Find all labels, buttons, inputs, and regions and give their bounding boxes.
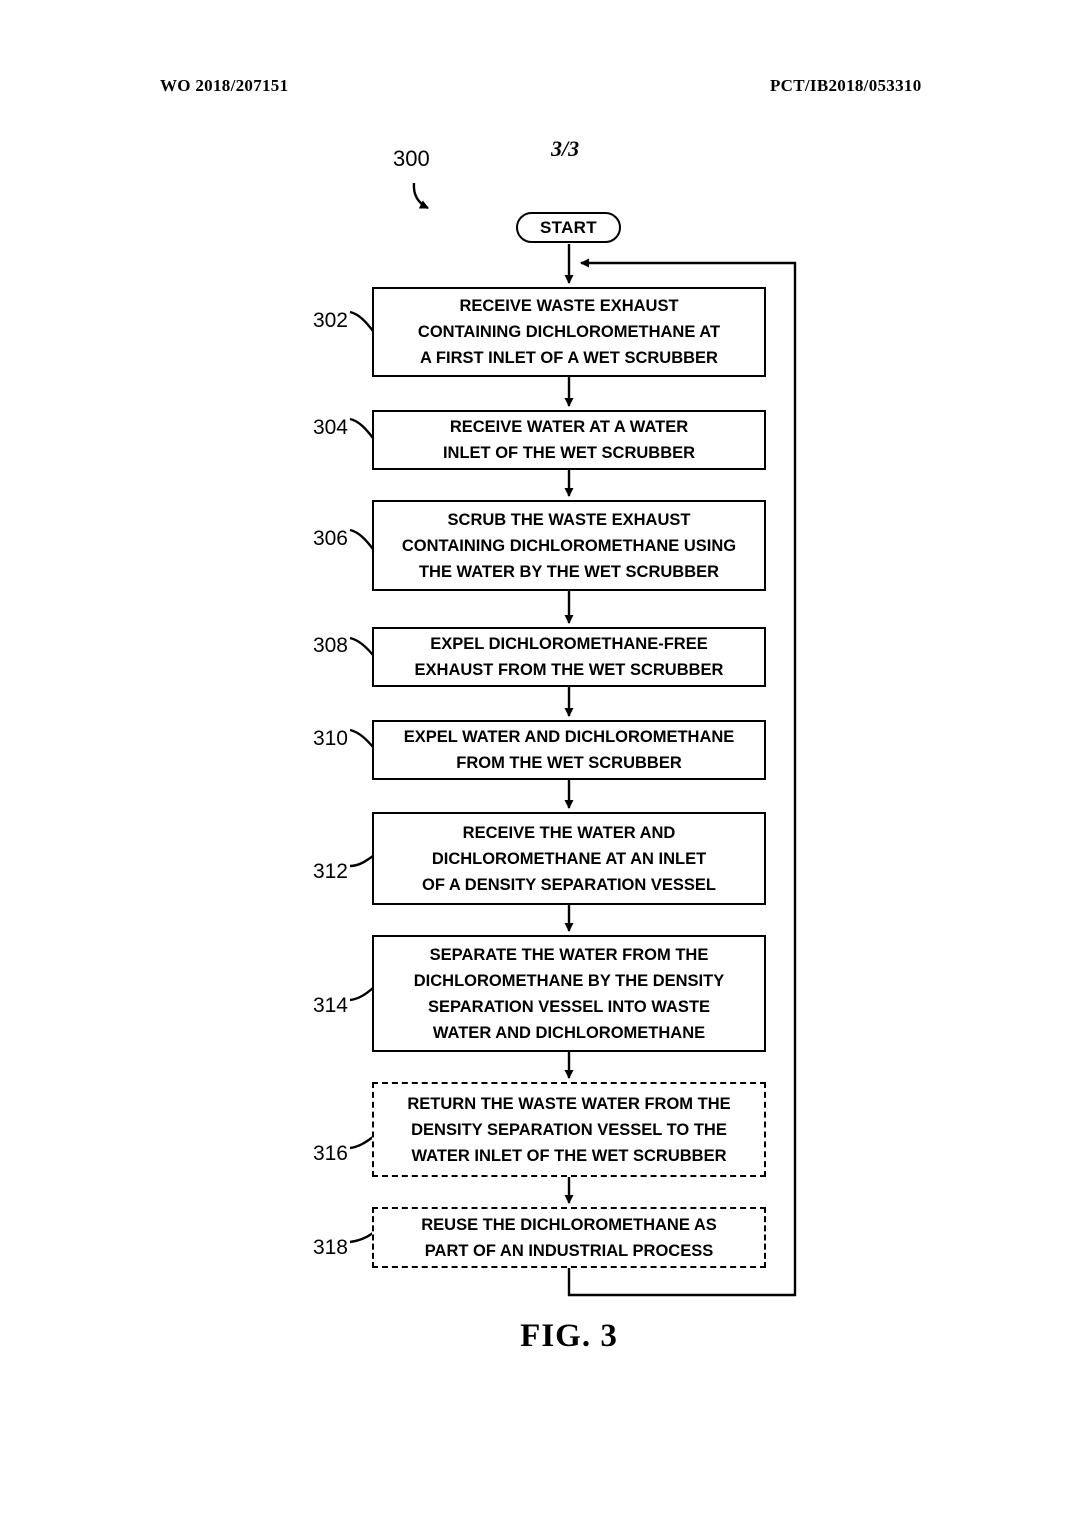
step-ref-314: 314 [312, 994, 348, 1017]
step-box-304: RECEIVE WATER AT A WATER INLET OF THE WE… [372, 410, 766, 470]
step-ref-312: 312 [312, 860, 348, 883]
step-ref-310: 310 [312, 727, 348, 750]
step-box-302: RECEIVE WASTE EXHAUST CONTAINING DICHLOR… [372, 287, 766, 377]
step-box-318: REUSE THE DICHLOROMETHANE AS PART OF AN … [372, 1207, 766, 1268]
step-ref-304: 304 [312, 416, 348, 439]
sheet-number: 3/3 [551, 136, 580, 161]
step-box-308: EXPEL DICHLOROMETHANE-FREE EXHAUST FROM … [372, 627, 766, 687]
step-box-314: SEPARATE THE WATER FROM THE DICHLOROMETH… [372, 935, 766, 1052]
step-box-306: SCRUB THE WASTE EXHAUST CONTAINING DICHL… [372, 500, 766, 591]
step-ref-318: 318 [312, 1236, 348, 1259]
application-number: PCT/IB2018/053310 [770, 76, 922, 95]
step-box-310: EXPEL WATER AND DICHLOROMETHANE FROM THE… [372, 720, 766, 780]
step-box-312: RECEIVE THE WATER AND DICHLOROMETHANE AT… [372, 812, 766, 905]
step-box-316: RETURN THE WASTE WATER FROM THE DENSITY … [372, 1082, 766, 1177]
step-ref-316: 316 [312, 1142, 348, 1165]
publication-number: WO 2018/207151 [160, 76, 289, 95]
step-ref-302: 302 [312, 309, 348, 332]
figure-caption: FIG. 3 [520, 1318, 618, 1354]
step-ref-306: 306 [312, 527, 348, 550]
start-node: START [516, 212, 621, 243]
diagram-ref-300: 300 [393, 146, 430, 171]
ref-300-arrow [412, 182, 429, 210]
feedback-loop-line [567, 258, 797, 1297]
step-ref-308: 308 [312, 634, 348, 657]
